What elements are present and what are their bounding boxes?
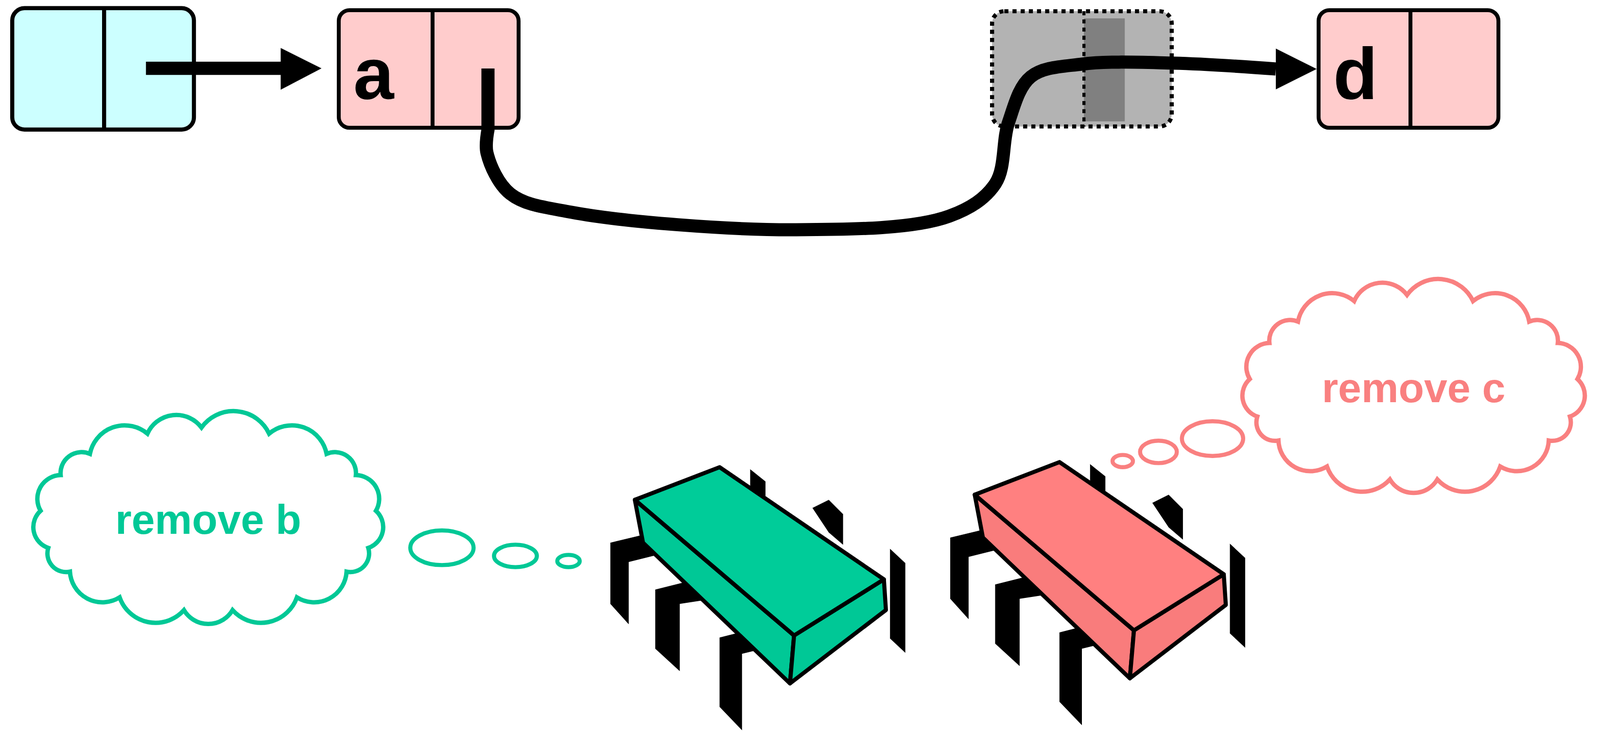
thought-bubble <box>1112 455 1133 468</box>
thought-text: remove b <box>115 496 301 543</box>
head-node-divider <box>102 8 106 130</box>
thread-bug <box>610 467 906 731</box>
removed-node-pointer-cell <box>1083 18 1125 122</box>
thought-cloud: remove c <box>1229 275 1598 501</box>
head-pointer-arrowhead <box>280 48 322 90</box>
bug-top <box>634 467 884 637</box>
cell-divider <box>430 12 435 126</box>
thought-bubble <box>1182 421 1244 456</box>
bug-top <box>974 462 1224 631</box>
cloud-shape <box>33 411 384 625</box>
cell-divider <box>1408 12 1413 126</box>
node-value: d <box>1333 37 1378 111</box>
thought-bubble <box>410 530 474 566</box>
thought-bubble <box>557 555 580 568</box>
bug-leg <box>1230 543 1246 648</box>
list-node: a <box>336 8 521 130</box>
thought-text: remove c <box>1321 365 1506 412</box>
head-pointer-line <box>145 61 284 75</box>
cloud-shape <box>1242 278 1585 493</box>
pointer-line <box>486 62 1276 230</box>
pointer-arrow <box>486 48 1317 230</box>
thought-bubble <box>1140 440 1178 464</box>
node-value: a <box>353 37 394 111</box>
bug-leg <box>889 549 906 654</box>
list-node: d <box>1316 8 1501 130</box>
removed-node-box <box>991 11 1172 127</box>
thread-bug <box>950 462 1246 726</box>
pointer-stub <box>481 68 495 132</box>
thought-bubble <box>493 544 537 568</box>
thought-cloud: remove b <box>20 408 397 631</box>
arrowhead <box>1275 48 1317 90</box>
removed-node-divider <box>1082 11 1086 127</box>
